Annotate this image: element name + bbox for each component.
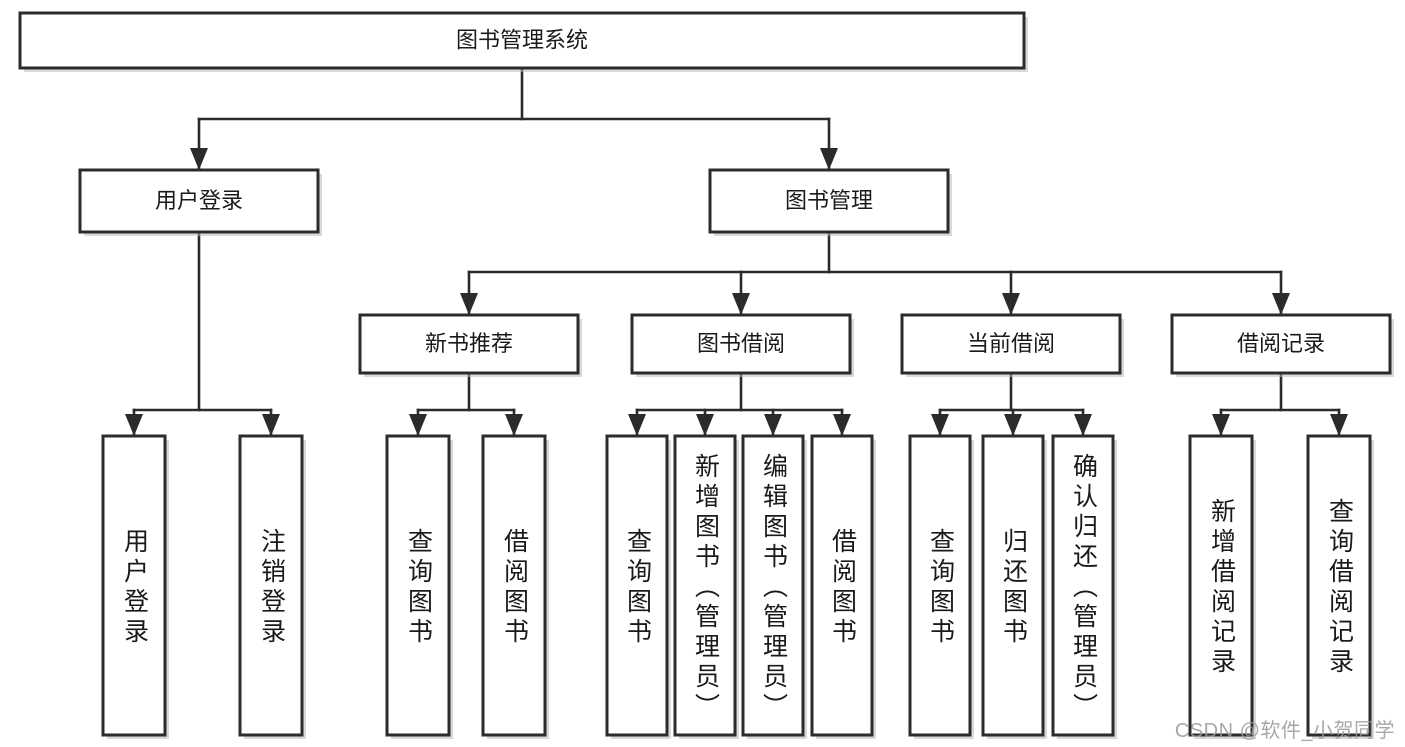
edges-layer bbox=[125, 66, 1348, 438]
leaf-node-leaf-query-borrow-record[interactable] bbox=[1306, 434, 1372, 737]
edge-arrowhead-leaf-query-book-borrow bbox=[628, 414, 646, 436]
edge-arrowhead-leaf-confirm-return bbox=[1074, 414, 1092, 436]
edge-arrowhead-new-book-recommend bbox=[460, 293, 478, 315]
edge-arrowhead-leaf-query-book-new bbox=[409, 414, 427, 436]
edge-arrowhead-leaf-add-book bbox=[696, 414, 714, 436]
node-label-root: 图书管理系统 bbox=[456, 27, 588, 52]
leaf-node-leaf-add-book[interactable] bbox=[673, 434, 737, 737]
leaf-node-leaf-query-book-current[interactable] bbox=[908, 434, 972, 737]
node-label-borrow-record: 借阅记录 bbox=[1237, 331, 1325, 356]
leaf-node-leaf-return-book[interactable] bbox=[981, 434, 1045, 737]
node-root[interactable] bbox=[18, 11, 1026, 70]
node-label-user-login: 用户登录 bbox=[155, 188, 243, 213]
leaf-node-leaf-add-borrow-record[interactable] bbox=[1188, 434, 1254, 737]
edge-arrowhead-leaf-query-borrow-record bbox=[1330, 414, 1348, 436]
edge-arrowhead-leaf-query-book-current bbox=[931, 414, 949, 436]
leaf-node-leaf-query-book-borrow[interactable] bbox=[605, 434, 669, 737]
edge-arrowhead-book-management bbox=[820, 148, 838, 170]
leaf-node-leaf-edit-book[interactable] bbox=[741, 434, 805, 737]
node-book-borrow[interactable] bbox=[630, 313, 852, 375]
edge-arrowhead-leaf-add-borrow-record bbox=[1212, 414, 1230, 436]
leaf-node-leaf-user-logout[interactable] bbox=[238, 434, 304, 737]
edge-arrowhead-current-borrow bbox=[1002, 293, 1020, 315]
edge-arrowhead-leaf-user-logout bbox=[262, 414, 280, 436]
node-label-new-book-recommend: 新书推荐 bbox=[425, 331, 513, 356]
leaf-node-leaf-borrow-book-new[interactable] bbox=[481, 434, 547, 737]
edge-arrowhead-leaf-return-book bbox=[1004, 414, 1022, 436]
node-book-management[interactable] bbox=[708, 168, 950, 234]
node-label-current-borrow: 当前借阅 bbox=[967, 331, 1055, 356]
boxes-layer bbox=[18, 11, 1394, 739]
edge-arrowhead-leaf-borrow-book bbox=[833, 414, 851, 436]
edge-arrowhead-leaf-borrow-book-new bbox=[505, 414, 523, 436]
edge-arrowhead-book-borrow bbox=[732, 293, 750, 315]
edge-arrowhead-leaf-user-login bbox=[125, 414, 143, 436]
edge-arrowhead-user-login bbox=[190, 148, 208, 170]
node-borrow-record[interactable] bbox=[1170, 313, 1392, 375]
leaf-node-leaf-borrow-book[interactable] bbox=[810, 434, 874, 737]
node-label-book-borrow: 图书借阅 bbox=[697, 331, 785, 356]
node-new-book-recommend[interactable] bbox=[358, 313, 580, 375]
edge-arrowhead-borrow-record bbox=[1272, 293, 1290, 315]
node-label-book-management: 图书管理 bbox=[785, 188, 873, 213]
node-current-borrow[interactable] bbox=[900, 313, 1122, 375]
edge-arrowhead-leaf-edit-book bbox=[764, 414, 782, 436]
node-user-login[interactable] bbox=[78, 168, 320, 234]
leaf-node-leaf-query-book-new[interactable] bbox=[385, 434, 451, 737]
leaf-node-leaf-user-login[interactable] bbox=[101, 434, 167, 737]
watermark-text: CSDN @软件_小贺同学 bbox=[1174, 720, 1395, 742]
leaf-node-leaf-confirm-return[interactable] bbox=[1051, 434, 1115, 737]
